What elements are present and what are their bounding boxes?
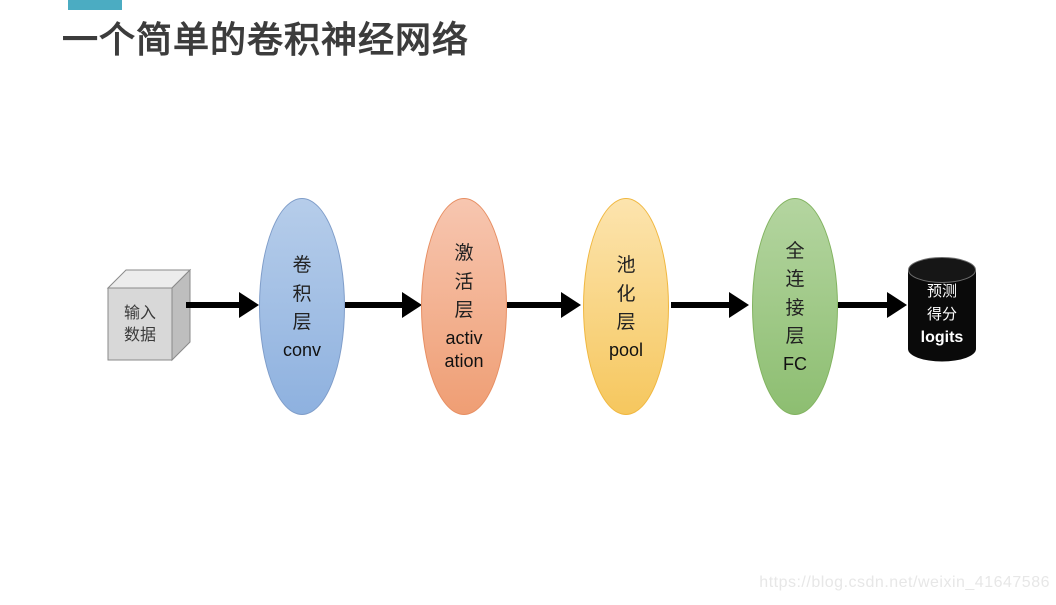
layer-node-fc: 全连接层 FC (752, 198, 838, 415)
arrow-shaft (345, 302, 402, 308)
layer-label-en-line1: pool (608, 339, 644, 360)
flow-arrow-4 (671, 292, 749, 318)
layer-node-conv: 卷积层 conv (259, 198, 345, 415)
output-logits-node: 预测 得分 logits (908, 256, 976, 363)
layer-label-zh: 池化层 (616, 254, 636, 334)
input-data-label-line1: 输入 (123, 303, 156, 323)
layer-label-zh: 激活层 (454, 242, 474, 322)
layer-label-en: FC (783, 353, 807, 376)
layer-label-en: conv (283, 339, 321, 362)
layer-node-activation: 激活层 activ ation (421, 198, 507, 415)
output-label-en: logits (920, 329, 964, 346)
layer-label-en: activ ation (444, 327, 483, 374)
watermark: https://blog.csdn.net/weixin_41647586 (759, 574, 1050, 591)
flow-arrow-1 (186, 292, 259, 318)
layer-label-en-line1: conv (282, 339, 322, 360)
layer-label-en-line1: FC (783, 353, 807, 374)
cube-shape-icon (106, 268, 192, 362)
arrow-head-icon (729, 292, 749, 318)
layer-label-en-line1: activ (445, 327, 483, 348)
layer-label-en: pool (609, 339, 643, 362)
output-logits-label: 预测 得分 logits (908, 256, 976, 363)
flow-arrow-2 (345, 292, 422, 318)
input-data-node: 输入 数据 (104, 266, 192, 364)
arrow-shaft (838, 302, 887, 308)
input-data-label-line2: 数据 (123, 325, 156, 344)
cylinder-shape-icon (908, 257, 976, 362)
layer-label-zh: 全连接层 (785, 239, 805, 348)
accent-bar (68, 0, 122, 10)
flow-arrow-3 (507, 292, 581, 318)
arrow-head-icon (402, 292, 422, 318)
layer-node-pool: 池化层 pool (583, 198, 669, 415)
input-data-label: 输入 数据 (108, 288, 172, 360)
arrow-head-icon (239, 292, 259, 318)
layer-label-en-line2: ation (444, 351, 484, 372)
arrow-shaft (671, 302, 729, 308)
arrow-shaft (507, 302, 561, 308)
flow-arrow-5 (838, 292, 907, 318)
output-label-zh-line1: 预测 (926, 282, 957, 300)
layer-label-zh: 卷积层 (292, 254, 312, 334)
arrow-shaft (186, 302, 239, 308)
page-title: 一个简单的卷积神经网络 (62, 19, 470, 60)
arrow-head-icon (887, 292, 907, 318)
arrow-head-icon (561, 292, 581, 318)
output-label-zh-line2: 得分 (926, 304, 957, 323)
